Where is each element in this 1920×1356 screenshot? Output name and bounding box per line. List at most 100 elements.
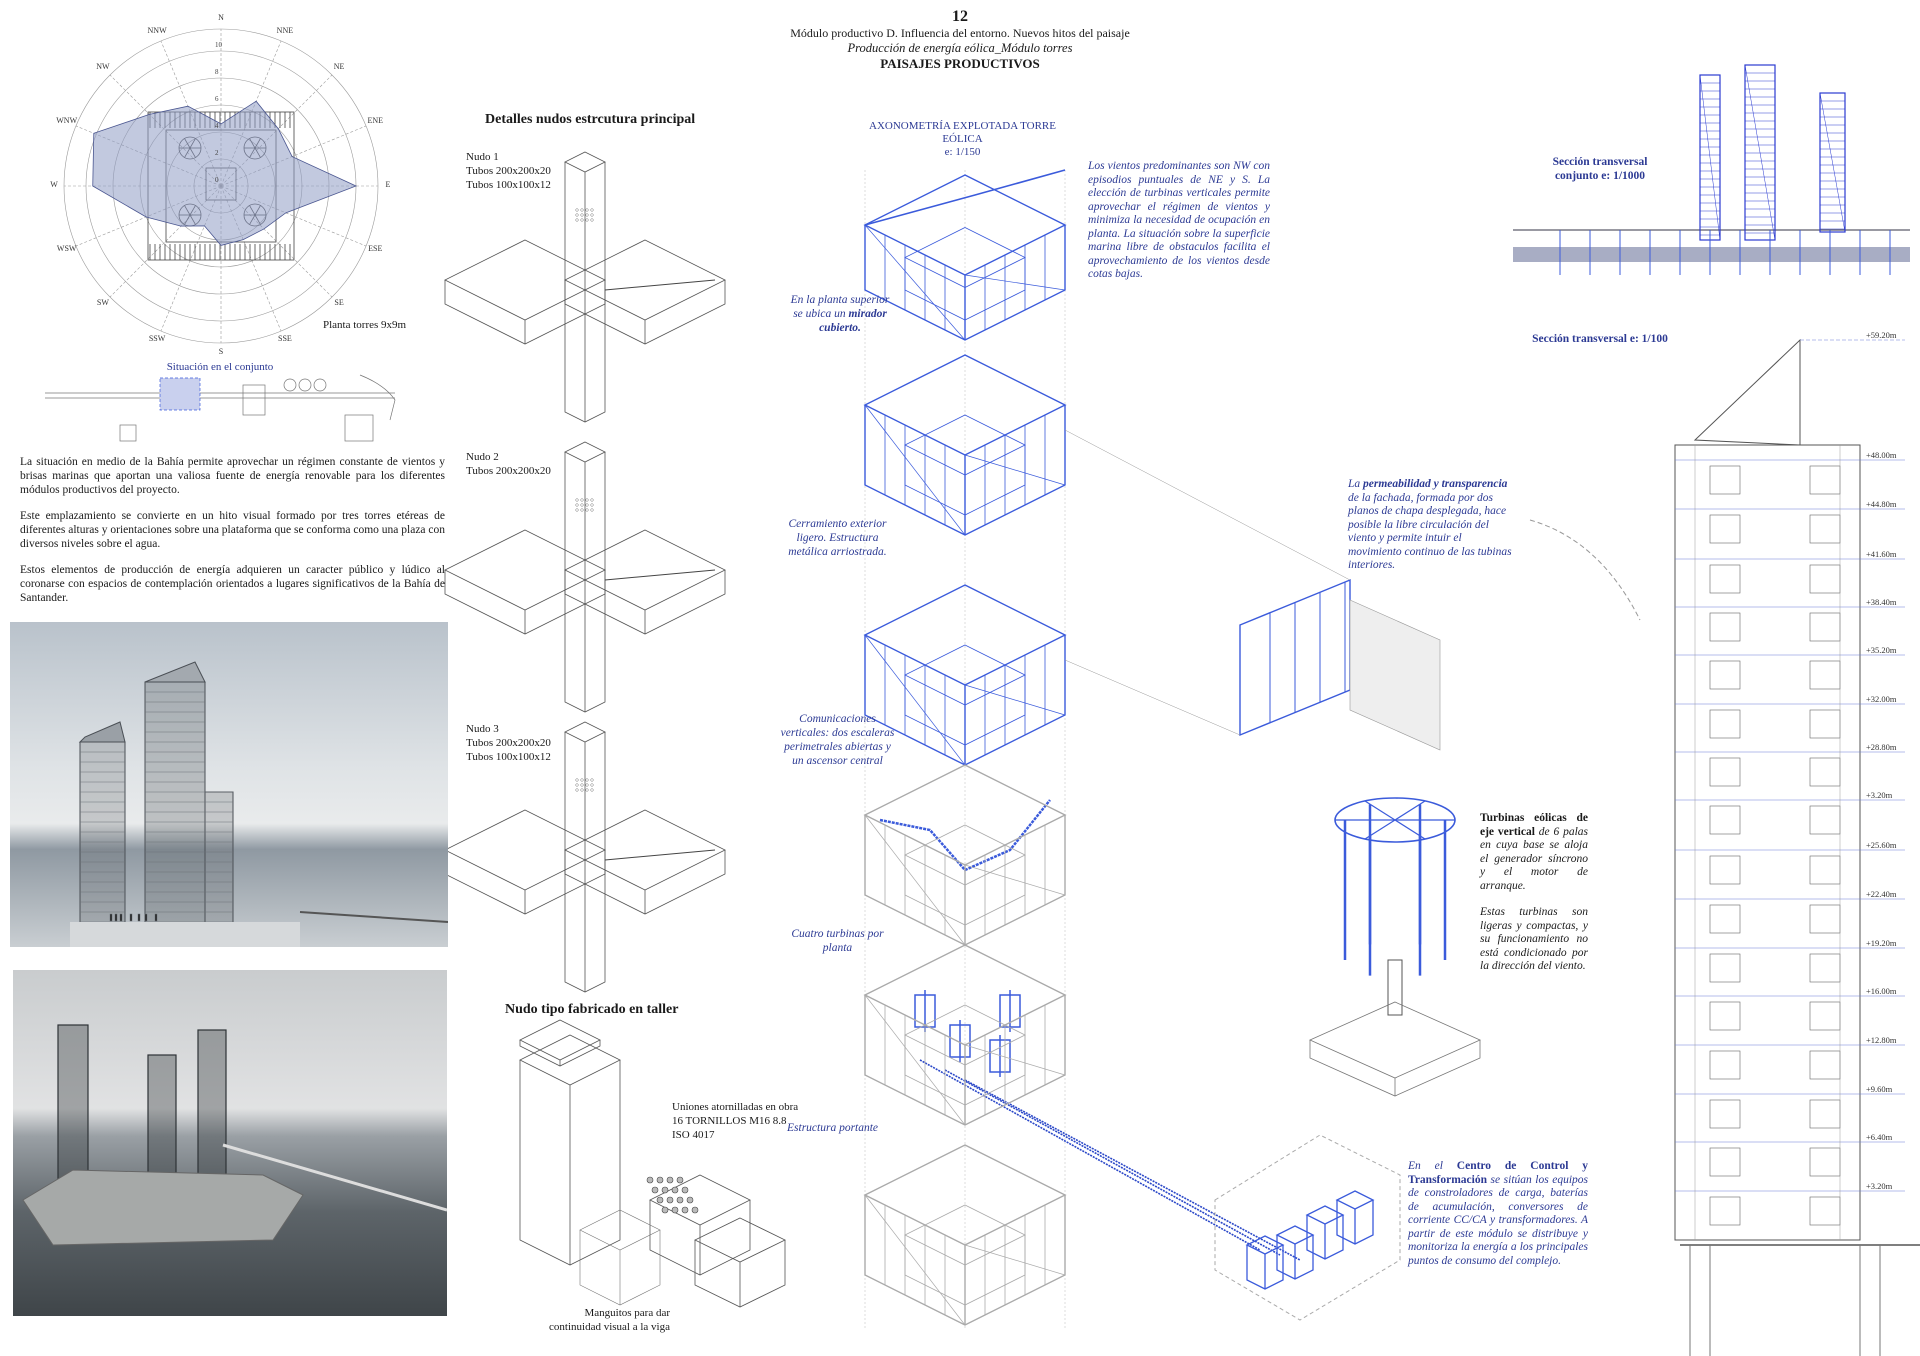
bolt-hole xyxy=(590,778,594,782)
node-spec: Tubos 100x100x12 xyxy=(466,179,551,191)
bolt-hole xyxy=(575,208,579,212)
bolt-hole xyxy=(580,208,584,212)
person-figure xyxy=(114,913,118,922)
node-beam-x-top xyxy=(444,239,606,321)
brace xyxy=(604,849,716,861)
bolt-hole xyxy=(575,218,579,222)
note-upper-floor: En la planta superior se ubica un mirado… xyxy=(785,293,895,335)
node-1-drawing xyxy=(444,151,726,423)
node-spec: Tubos 200x200x20 xyxy=(466,465,551,477)
overall-section-title: Sección transversal conjunto e: 1/1000 xyxy=(1552,156,1648,182)
elevation-label: +3.20m xyxy=(1866,1181,1893,1191)
bracing xyxy=(964,864,1066,896)
node-1-label: Nudo 1 Tubos 200x200x20 Tubos 100x100x12 xyxy=(466,150,551,192)
sleeves-label: Manguitos para dar continuidad visual a … xyxy=(520,1306,670,1334)
render-towers xyxy=(70,661,448,947)
bolt xyxy=(686,1196,694,1204)
node-beam-y-top xyxy=(564,809,726,891)
sleeves-line: continuidad visual a la viga xyxy=(549,1321,670,1333)
window xyxy=(1809,1001,1841,1031)
node-column-top xyxy=(564,441,606,463)
unions-label: Uniones atornilladas en obra 16 TORNILLO… xyxy=(672,1100,798,1142)
overall-section xyxy=(1513,64,1910,275)
window xyxy=(1809,660,1841,690)
page-title: PAISAJES PRODUCTIVOS xyxy=(880,56,1040,71)
wind-direction-label: W xyxy=(50,180,58,189)
page-subtitle-italic: Producción de energía eólica_Módulo torr… xyxy=(847,41,1073,55)
bolt xyxy=(676,1196,684,1204)
note-text-bold: mirador cubierto. xyxy=(819,308,887,334)
window xyxy=(1809,953,1841,983)
power-cable xyxy=(919,1059,1261,1251)
sea-band xyxy=(1513,247,1910,262)
intro-text: La situación en medio de la Bahía permit… xyxy=(20,455,445,605)
elevation-label: +25.60m xyxy=(1866,840,1897,850)
node-3-label: Nudo 3 Tubos 200x200x20 Tubos 100x100x12 xyxy=(466,722,551,764)
elevation-label: +38.40m xyxy=(1866,597,1897,607)
bolt xyxy=(691,1206,699,1214)
window xyxy=(1809,465,1841,495)
node-name: Nudo 2 xyxy=(466,451,499,463)
node-3-drawing xyxy=(444,721,726,993)
site-plan xyxy=(45,374,396,442)
note-structure: Estructura portante xyxy=(787,1122,879,1134)
elevation-label: +44.80m xyxy=(1866,499,1897,509)
wind-direction-label: SW xyxy=(96,298,109,308)
note-turbines: Cuatro turbinas por planta xyxy=(791,928,884,954)
wind-direction-label: ESE xyxy=(368,243,383,253)
node-name: Nudo 3 xyxy=(466,723,499,735)
bolt-hole xyxy=(590,508,594,512)
bolt xyxy=(671,1186,679,1194)
power-cable xyxy=(944,1069,1281,1256)
window xyxy=(1709,855,1741,885)
bolt-hole xyxy=(585,218,589,222)
window xyxy=(1709,465,1741,495)
facade-panel xyxy=(1064,429,1641,751)
intro-paragraph: Este emplazamiento se convierte en un hi… xyxy=(20,510,446,550)
bolt xyxy=(681,1206,689,1214)
bolt xyxy=(651,1186,659,1194)
facade-text-part: de la fachada, formada por dos planos de… xyxy=(1348,491,1512,572)
bolt-hole xyxy=(580,213,584,217)
bolt-hole xyxy=(585,503,589,507)
wind-direction-label: NW xyxy=(96,61,110,71)
wind-direction-label: N xyxy=(218,13,224,22)
bolt xyxy=(646,1176,654,1184)
window xyxy=(1709,805,1741,835)
bracing xyxy=(864,634,966,766)
node-name: Nudo 1 xyxy=(466,151,499,163)
facade-arrow xyxy=(1529,519,1641,621)
stairs-level xyxy=(863,764,1067,946)
wind-ring-label: 6 xyxy=(215,95,219,103)
note-circulation: Comunicaciones verticales: dos escaleras… xyxy=(780,713,895,767)
tower-section-outline xyxy=(1674,444,1861,1241)
turbine-text-part: de 6 palas en cuya base se aloja el gene… xyxy=(1480,825,1588,892)
unions-line: Uniones atornilladas en obra xyxy=(672,1101,799,1113)
bolt-hole xyxy=(580,503,584,507)
site-coast xyxy=(359,374,396,421)
bracing xyxy=(964,1044,1066,1076)
bolt xyxy=(676,1176,684,1184)
bolt-hole xyxy=(585,213,589,217)
bracing xyxy=(864,1194,966,1326)
window xyxy=(1709,1196,1741,1226)
wind-ring-label: 4 xyxy=(215,122,219,130)
person-figure xyxy=(154,913,158,922)
person-figure xyxy=(119,913,123,922)
tower-brace xyxy=(1819,92,1846,233)
site-block xyxy=(344,414,374,442)
workshop-node-title: Nudo tipo fabricado en taller xyxy=(505,1002,679,1017)
wind-direction-label: NE xyxy=(333,61,345,71)
window xyxy=(1709,953,1741,983)
elevation-label: +12.80m xyxy=(1866,1035,1897,1045)
wind-direction-label: SSW xyxy=(148,334,166,344)
brace xyxy=(604,569,716,581)
bolt-hole xyxy=(580,498,584,502)
window xyxy=(1809,514,1841,544)
mirador-roof-ridge xyxy=(864,169,1066,226)
site-circle xyxy=(298,378,312,392)
tower-elevation xyxy=(1819,92,1846,233)
site-highlight xyxy=(159,377,201,411)
elevation-label: +48.00m xyxy=(1866,450,1897,460)
page-subtitle: Módulo productivo D. Influencia del ento… xyxy=(790,26,1130,40)
